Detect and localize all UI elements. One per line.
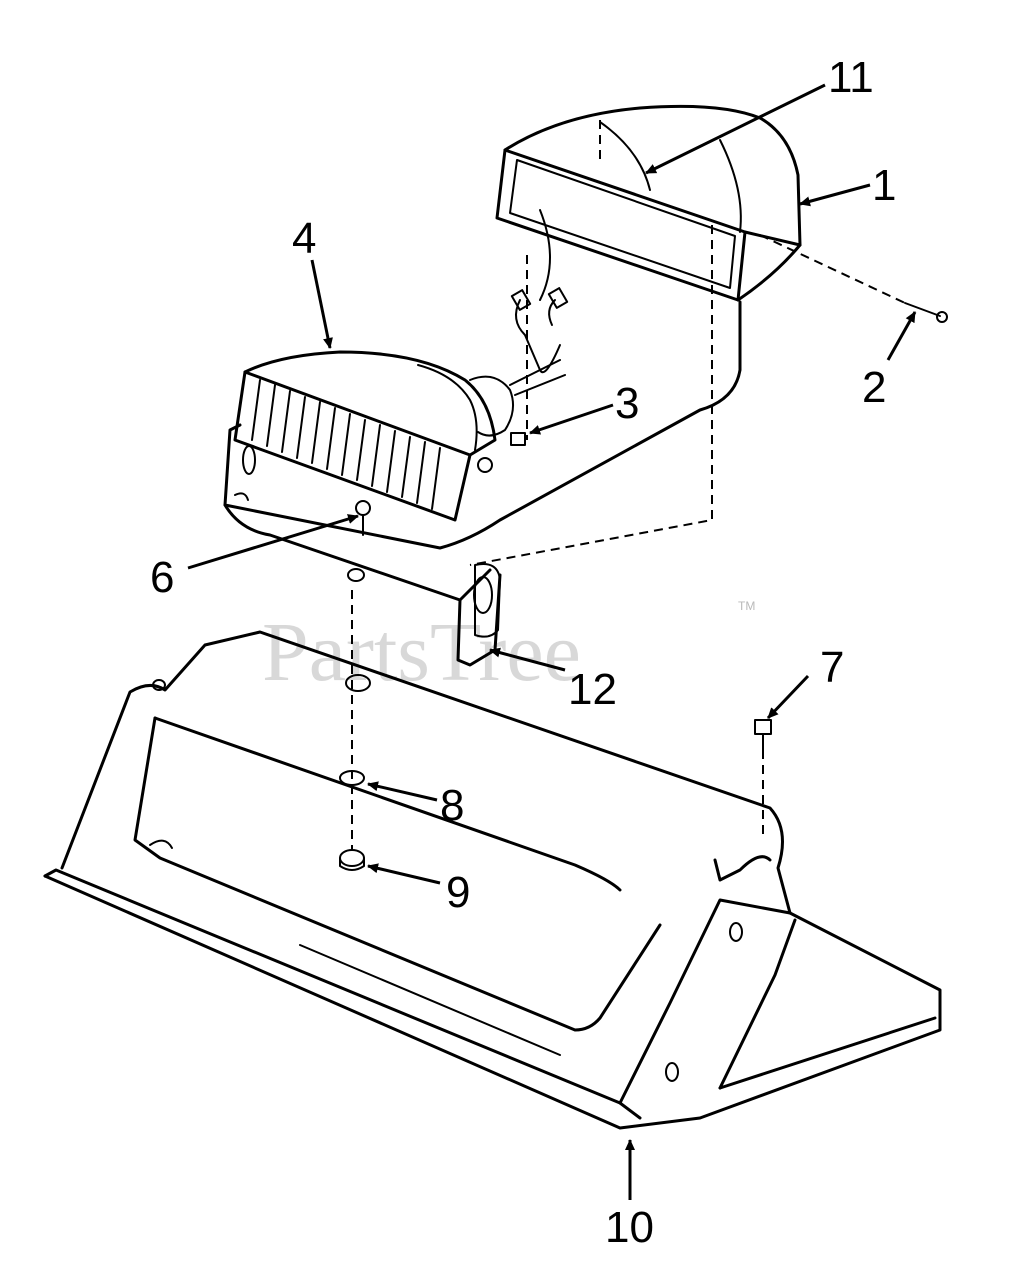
alignment-lines [351,120,906,850]
arrow-3 [529,403,614,435]
callout-arrows [187,83,917,1200]
mounting-bracket [223,300,742,667]
arrow-1 [799,183,871,207]
callout-9: 9 [446,868,470,917]
arrow-2 [886,311,917,361]
callout-8: 8 [440,781,464,830]
arrow-11 [645,83,826,175]
arrow-9 [367,863,441,885]
callout-labels: 11 1 2 3 4 6 12 7 8 9 10 [150,53,896,1252]
callout-3: 3 [615,379,639,428]
callout-4: 4 [292,214,316,263]
arrow-8 [367,781,438,802]
callout-6: 6 [150,553,174,602]
callout-11: 11 [828,53,874,102]
callout-1: 1 [872,161,896,210]
arrow-6 [187,514,359,570]
hardware-nut-3 [510,432,526,446]
hardware-bolt-7 [754,719,772,751]
callout-12: 12 [568,665,617,714]
headlight-housing [495,104,802,302]
watermark-trademark: TM [738,599,755,613]
callout-10: 10 [605,1203,654,1252]
watermark-text: PartsTree [262,606,581,699]
callout-2: 2 [862,363,886,412]
wire-harness [510,287,569,374]
arrow-4 [310,259,333,349]
arrow-12 [489,647,566,672]
lamp-assembly [233,350,566,522]
hardware-nut-9 [339,849,365,871]
lamp-lens-ribs [251,379,441,510]
arrow-7 [766,674,810,720]
callout-7: 7 [820,643,844,692]
base-mount [43,630,942,1130]
hardware-bolt-6 [355,500,371,536]
hardware-screw-2 [904,302,948,323]
